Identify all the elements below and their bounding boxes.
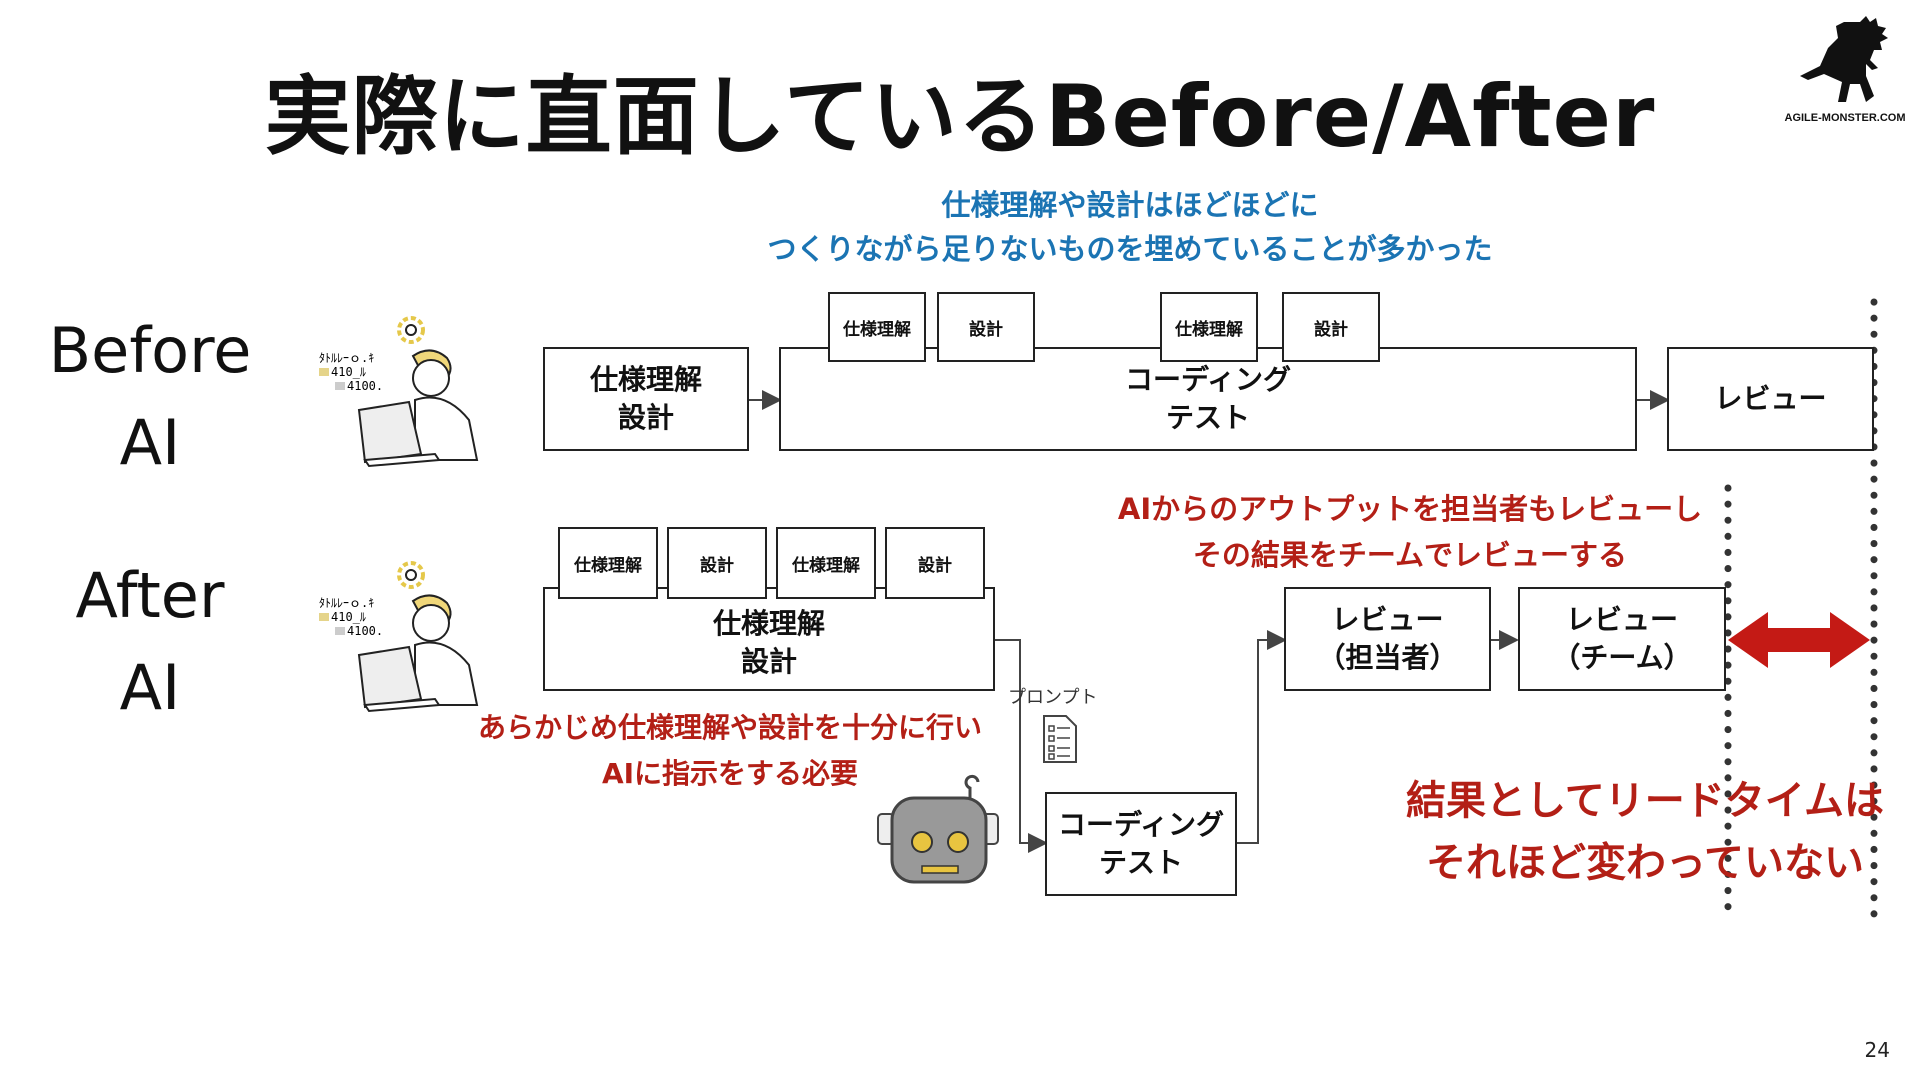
before-label-line2: AI [119,406,181,479]
after-sub-spec-1-text: 仕様理解 [574,555,642,576]
person-laptop-icon: ﾀﾄﾙﾚｰｏ.ｷ 410_ﾙ 4100. [315,310,485,480]
after-review-team-box: レビュー （チーム） [1518,587,1726,691]
before-sub-spec-2-text: 仕様理解 [1175,319,1243,340]
after-note-right: AIからのアウトプットを担当者もレビューし その結果をチームでレビューする [1090,486,1730,578]
svg-text:410_ﾙ: 410_ﾙ [331,365,366,379]
svg-text:4100.: 4100. [347,624,383,638]
before-sub-design-2-text: 設計 [1314,319,1348,340]
before-spec-design-box: 仕様理解 設計 [543,347,749,451]
before-sub-spec-1: 仕様理解 [828,292,926,362]
before-label-line1: Before [48,314,252,387]
after-label: After AI [0,550,300,734]
checklist-icon [1040,714,1080,764]
slide-title: 実際に直面しているBefore/After [264,67,1656,167]
conclusion-note: 結果としてリードタイムは それほど変わっていない [1390,770,1900,894]
after-spec-design-box: 仕様理解 設計 [543,587,995,691]
conclusion-line1: 結果としてリードタイムは [1406,778,1884,824]
after-spec-design-text: 仕様理解 設計 [712,607,825,678]
prompt-label: プロンプト [1008,687,1098,708]
logo-text: AGILE-MONSTER.COM [1784,112,1906,124]
before-coding-test-box: コーディング テスト [779,347,1637,451]
before-sub-design-2: 設計 [1282,292,1380,362]
after-note-right-line1: AIからのアウトプットを担当者もレビューし [1117,492,1703,526]
after-label-line2: AI [119,651,181,724]
after-review-owner-text: レビュー （担当者） [1317,603,1458,674]
before-note-line1: 仕様理解や設計はほどほどに [941,188,1319,222]
before-coding-test-text: コーディング テスト [1124,363,1292,434]
conclusion-line2: それほど変わっていない [1426,840,1864,886]
after-note-left: あらかじめ仕様理解や設計を十分に行い AIに指示をする必要 [450,705,1010,797]
after-note-left-line2: AIに指示をする必要 [601,757,859,790]
after-coding-test-box: コーディング テスト [1045,792,1237,896]
svg-text:ﾀﾄﾙﾚｰｏ.ｷ: ﾀﾄﾙﾚｰｏ.ｷ [319,596,374,610]
before-sub-design-1: 設計 [937,292,1035,362]
before-sub-spec-1-text: 仕様理解 [843,319,911,340]
after-sub-spec-1: 仕様理解 [558,527,658,599]
after-sub-design-1-text: 設計 [700,555,734,576]
after-review-team-text: レビュー （チーム） [1552,603,1692,674]
double-arrow-icon [1728,612,1870,668]
after-note-left-line1: あらかじめ仕様理解や設計を十分に行い [477,711,982,744]
after-sub-spec-2: 仕様理解 [776,527,876,599]
page-number: 24 [1864,1038,1890,1062]
before-spec-design-text: 仕様理解 設計 [589,363,702,434]
after-sub-design-2: 設計 [885,527,985,599]
svg-text:410_ﾙ: 410_ﾙ [331,610,366,624]
svg-text:ﾀﾄﾙﾚｰｏ.ｷ: ﾀﾄﾙﾚｰｏ.ｷ [319,351,374,365]
after-note-right-line2: その結果をチームでレビューする [1192,538,1628,572]
after-sub-spec-2-text: 仕様理解 [792,555,860,576]
robot-icon [870,772,1020,890]
person-laptop-icon: ﾀﾄﾙﾚｰｏ.ｷ 410_ﾙ 4100. [315,555,485,725]
before-note-line2: つくりながら足りないものを埋めていることが多かった [767,232,1493,266]
svg-text:4100.: 4100. [347,379,383,393]
after-label-line1: After [75,559,225,632]
before-note: 仕様理解や設計はほどほどに つくりながら足りないものを埋めていることが多かった [700,183,1560,271]
before-label: Before AI [0,305,300,489]
monster-logo-icon [1780,12,1910,132]
after-coding-test-text: コーディング テスト [1057,808,1225,879]
before-sub-spec-2: 仕様理解 [1160,292,1258,362]
before-sub-design-1-text: 設計 [969,319,1003,340]
before-review-box: レビュー [1667,347,1874,451]
before-review-text: レビュー [1714,382,1827,415]
after-sub-design-1: 設計 [667,527,767,599]
after-review-owner-box: レビュー （担当者） [1284,587,1491,691]
after-sub-design-2-text: 設計 [918,555,952,576]
